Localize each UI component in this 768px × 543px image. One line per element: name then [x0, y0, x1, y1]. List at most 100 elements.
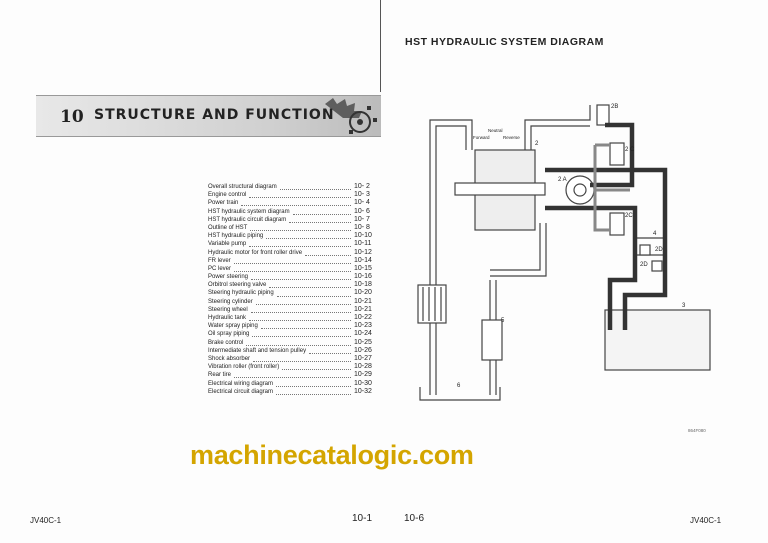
toc-page: 10-27 [354, 354, 372, 362]
toc-page: 10-21 [354, 305, 372, 313]
toc-label: Water spray piping [208, 323, 258, 330]
toc-label: Engine control [208, 192, 247, 199]
toc-leader [289, 217, 351, 223]
toc-label: Vibration roller (front roller) [208, 364, 280, 371]
toc-label: Electrical circuit diagram [208, 388, 274, 395]
toc-entry: Brake control 10-25 [208, 339, 376, 347]
toc-page: 10-23 [354, 322, 372, 330]
toc-label: HST hydraulic system diagram [208, 208, 290, 215]
toc-page: 10- 7 [354, 215, 370, 223]
label-2c-bottom: 2C [625, 213, 633, 219]
left-footer-model: JV40C-1 [30, 516, 62, 525]
toc-leader [241, 200, 351, 207]
left-page-number: 10-1 [352, 513, 373, 524]
toc-label: Oil spray piping [208, 331, 250, 338]
toc-entry: Oil spray piping 10-24 [208, 330, 376, 338]
toc-label: HST hydraulic piping [208, 233, 264, 240]
toc-leader [246, 340, 351, 346]
toc-entry: Water spray piping 10-23 [208, 322, 376, 330]
toc-label: Power steering [208, 274, 249, 281]
toc-leader [276, 381, 351, 387]
toc-page: 10-15 [354, 264, 372, 272]
toc-label: Electrical wiring diagram [208, 380, 274, 387]
chapter-banner: 10 STRUCTURE AND FUNCTION [36, 95, 381, 137]
figure-code: 864F080 [688, 428, 706, 433]
toc-label: HST hydraulic circuit diagram [208, 216, 287, 223]
toc-leader [234, 372, 351, 379]
toc-leader [251, 274, 351, 281]
watermark: machinecatalogic.com [190, 440, 474, 470]
toc-leader [234, 266, 351, 272]
toc-page: 10-24 [354, 330, 372, 338]
toc-page: 10-30 [354, 379, 372, 387]
toc-page: 10-22 [354, 314, 372, 321]
toc-leader [250, 307, 351, 313]
toc-entry: Vibration roller (front roller)10-28 [208, 363, 376, 371]
toc-label: Overall structural diagram [208, 184, 277, 190]
toc-page: 10-18 [354, 281, 372, 289]
toc-page: 10- 6 [354, 207, 370, 215]
toc-leader [292, 209, 351, 215]
toc-page: 10-25 [354, 338, 372, 346]
toc-label: Brake control [208, 339, 244, 346]
toc-page: 10-10 [354, 232, 372, 240]
toc-leader [260, 323, 351, 330]
toc-entry: HST hydraulic system diagram 10- 6 [208, 208, 376, 216]
toc-page: 10-16 [354, 273, 372, 281]
toc-leader [249, 315, 351, 322]
toc-leader [252, 331, 351, 338]
chapter-number: 10 [60, 107, 84, 127]
toc-leader [233, 258, 351, 264]
toc-leader [305, 250, 351, 256]
chapter-title: STRUCTURE AND FUNCTION [94, 107, 335, 123]
label-neutral: Neutral [488, 128, 503, 133]
toc-entry: HST hydraulic piping 10-10 [208, 232, 376, 240]
toc-entry: Power steering 10-16 [208, 273, 376, 281]
label-2c-top: 2 C [625, 147, 635, 153]
toc-page: 10-14 [354, 256, 372, 264]
label-2a: 2 A [558, 177, 567, 183]
toc-label: Steering cylinder [208, 298, 253, 305]
toc-leader [276, 291, 351, 297]
toc-page: 10-11 [354, 240, 372, 248]
toc-leader [253, 356, 351, 363]
right-footer-model: JV40C-1 [690, 516, 722, 525]
right-page-number: 10-6 [404, 513, 425, 524]
toc-label: Intermediate shaft and tension pulley [208, 347, 307, 354]
toc-leader [279, 184, 351, 191]
toc-entry: Engine control 10- 3 [208, 191, 376, 199]
toc-entry: HST hydraulic circuit diagram 10- 7 [208, 216, 376, 224]
label-2b: 2B [611, 104, 618, 110]
label-reverse: Reverse [503, 135, 520, 140]
toc-entry: Electrical wiring diagram 10-30 [208, 380, 376, 388]
toc-entry: Shock absorber 10-27 [208, 355, 376, 363]
label-forward: Forward [473, 135, 490, 140]
toc-leader [269, 282, 351, 289]
toc-page: 10- 8 [354, 223, 370, 231]
page-fold-line [380, 0, 381, 92]
hst-hydraulic-diagram: Neutral Forward Reverse 2 2 A 2B 2 C 2C … [417, 104, 711, 401]
toc-label: Shock absorber [208, 355, 251, 362]
page-title: HST HYDRAULIC SYSTEM DIAGRAM [405, 36, 604, 48]
toc-page: 10- 4 [354, 199, 370, 207]
toc-page: 10- 3 [354, 191, 370, 199]
toc-page: 10-29 [354, 371, 372, 379]
gear-icon [325, 98, 377, 134]
toc-leader [249, 241, 351, 248]
toc-leader [249, 192, 351, 199]
toc-leader [282, 364, 351, 371]
label-3: 3 [682, 303, 686, 309]
label-2: 2 [535, 141, 539, 147]
